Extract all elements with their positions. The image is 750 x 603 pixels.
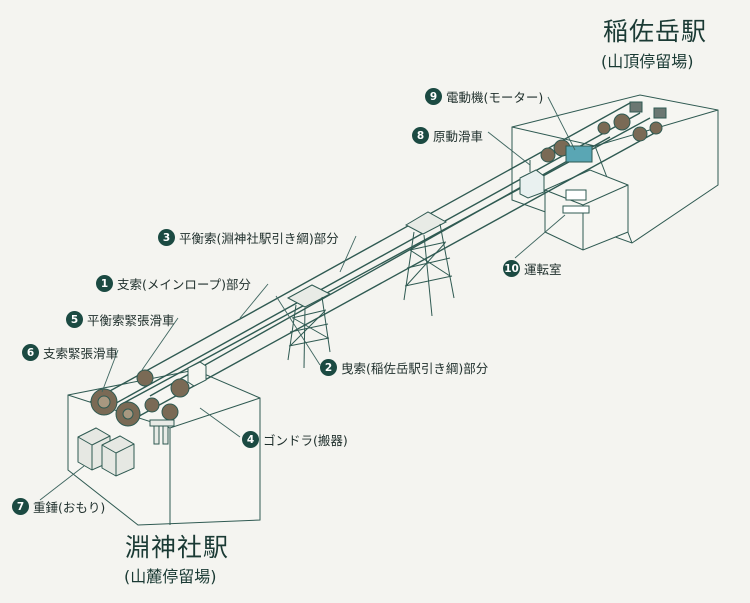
bottom-station-name: 淵神社駅	[125, 533, 230, 562]
tower-1	[286, 284, 332, 369]
counterweights	[77, 427, 135, 477]
top-machinery	[540, 101, 667, 163]
gondola-top	[519, 160, 545, 199]
top-station-name: 稲佐岳駅	[603, 17, 708, 46]
leader-lines	[39, 96, 576, 501]
bottom-station-sub: (山麓停留場)	[124, 567, 217, 586]
top-station-sub: (山頂停留場)	[601, 52, 694, 71]
tower-2	[403, 211, 455, 317]
top-station-building	[511, 94, 719, 251]
bottom-pulleys	[90, 369, 190, 445]
gondola-bottom	[187, 361, 207, 387]
